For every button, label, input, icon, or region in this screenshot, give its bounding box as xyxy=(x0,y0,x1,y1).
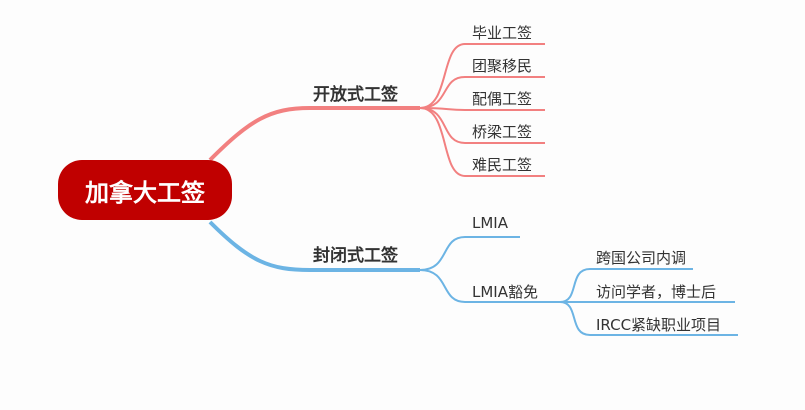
connector-exempt-leaf-3 xyxy=(559,301,738,336)
connector-open-leaf-1 xyxy=(419,43,545,109)
connector-open-leaf-5 xyxy=(419,107,545,177)
leaf-ircc-shortage-occupation[interactable]: IRCC紧缺职业项目 xyxy=(596,316,722,334)
connector-root-closed xyxy=(208,220,420,272)
leaf-spousal-work-permit[interactable]: 配偶工签 xyxy=(472,90,533,108)
connector-open-leaf-2 xyxy=(419,76,545,109)
branch-open-label[interactable]: 开放式工签 xyxy=(313,85,398,105)
leaf-lmia[interactable]: LMIA xyxy=(472,214,508,232)
root-node[interactable]: 加拿大工签 xyxy=(58,160,232,220)
branch-closed-label[interactable]: 封闭式工签 xyxy=(313,246,398,266)
leaf-bridging-work-permit[interactable]: 桥梁工签 xyxy=(472,123,533,141)
open-branch-connectors xyxy=(419,43,545,177)
leaf-lmia-exempt[interactable]: LMIA豁免 xyxy=(472,283,538,301)
connector-closed-leaf-2 xyxy=(419,269,560,303)
leaf-visiting-scholar-postdoc[interactable]: 访问学者，博士后 xyxy=(596,283,717,301)
closed-branch-connectors xyxy=(419,236,560,303)
connector-root-open xyxy=(208,106,420,162)
connector-exempt-leaf-1 xyxy=(559,268,693,303)
leaf-family-reunion[interactable]: 团聚移民 xyxy=(472,57,533,75)
connector-closed-leaf-1 xyxy=(419,236,520,271)
leaf-intra-company-transfer[interactable]: 跨国公司内调 xyxy=(596,249,687,267)
leaf-graduate-work-permit[interactable]: 毕业工签 xyxy=(472,24,533,42)
root-label: 加拿大工签 xyxy=(85,178,205,207)
leaf-refugee-work-permit[interactable]: 难民工签 xyxy=(472,156,533,174)
exemption-connectors xyxy=(559,268,738,336)
